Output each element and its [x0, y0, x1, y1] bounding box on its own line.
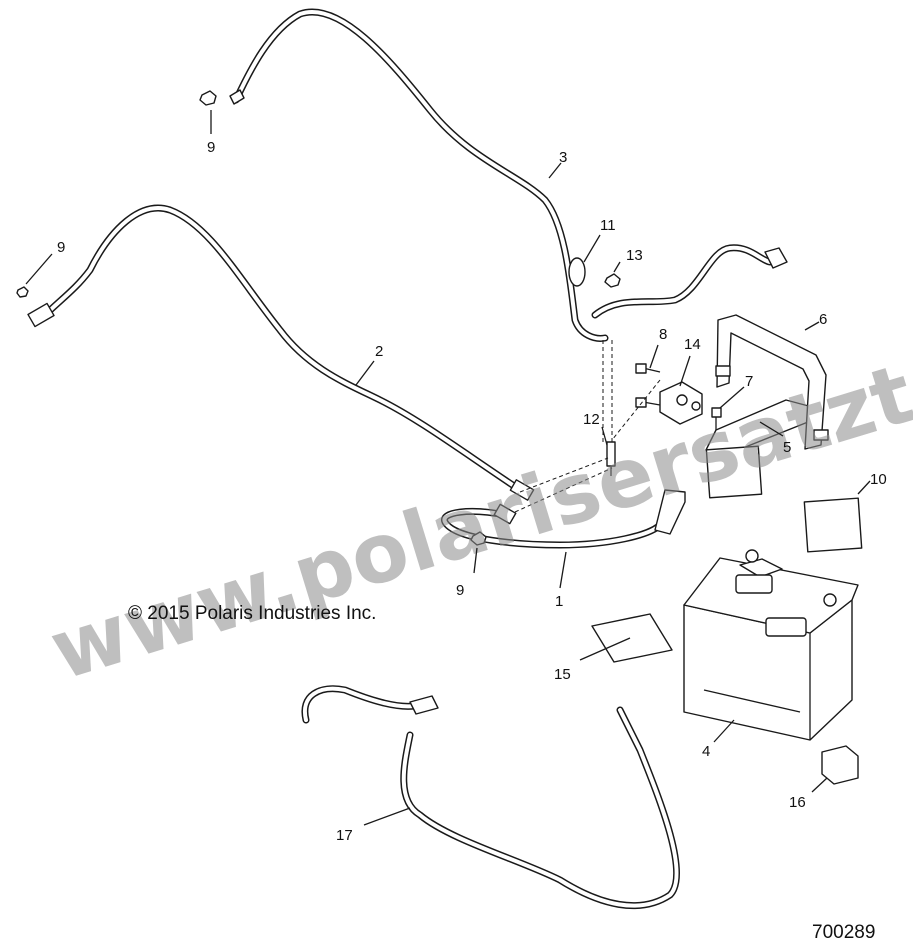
callout-15: 15	[554, 666, 571, 683]
callout-8: 8	[659, 326, 667, 343]
callout-13: 13	[626, 247, 643, 264]
cable-2-terminal-right	[509, 479, 535, 501]
leader-lines	[25, 110, 871, 826]
cable-2	[27, 204, 535, 501]
nut-9-top	[199, 90, 217, 106]
pad	[705, 445, 763, 499]
cable-1-terminal	[493, 503, 517, 525]
nut-9-left	[16, 286, 29, 298]
nut-9-lower	[470, 531, 487, 546]
callout-labels: 9 3 9 11 13 2 6 8 14 7 12 5 10 9 1 15 4 …	[57, 139, 887, 844]
nut-13	[604, 273, 621, 288]
callout-9: 9	[207, 139, 215, 156]
pin-12	[606, 441, 616, 476]
terminal-boot	[654, 489, 686, 535]
callout-3: 3	[559, 149, 567, 166]
callout-4: 4	[702, 743, 710, 760]
pad-10	[803, 497, 863, 553]
strap-6	[715, 314, 829, 450]
callout-10: 10	[870, 471, 887, 488]
cable-tie-11	[568, 257, 586, 287]
callout-17: 17	[336, 827, 353, 844]
callout-11: 11	[600, 217, 616, 234]
callout-7: 7	[745, 373, 753, 390]
relay-14	[659, 381, 703, 425]
callout-16: 16	[789, 794, 806, 811]
cable-3-branch	[591, 244, 788, 319]
callout-9: 9	[57, 239, 65, 256]
cable-3	[229, 8, 609, 342]
callout-1: 1	[555, 593, 563, 610]
document-number: 700289	[812, 922, 875, 943]
cover-16	[821, 745, 859, 785]
callout-9: 9	[456, 582, 464, 599]
cable-1	[441, 489, 686, 549]
callout-6: 6	[819, 311, 827, 328]
cable-3-terminal	[229, 89, 245, 105]
battery-4	[683, 549, 859, 741]
harness-17	[301, 685, 681, 910]
label-15	[591, 613, 673, 663]
cable-3-branch-terminal	[764, 247, 788, 269]
bolt-8	[635, 363, 661, 408]
callout-5: 5	[783, 439, 791, 456]
callout-14: 14	[684, 336, 701, 353]
callout-12: 12	[583, 411, 600, 428]
copyright-notice: © 2015 Polaris Industries Inc.	[128, 603, 376, 624]
callout-2: 2	[375, 343, 383, 360]
cable-2-terminal-left	[27, 302, 55, 328]
